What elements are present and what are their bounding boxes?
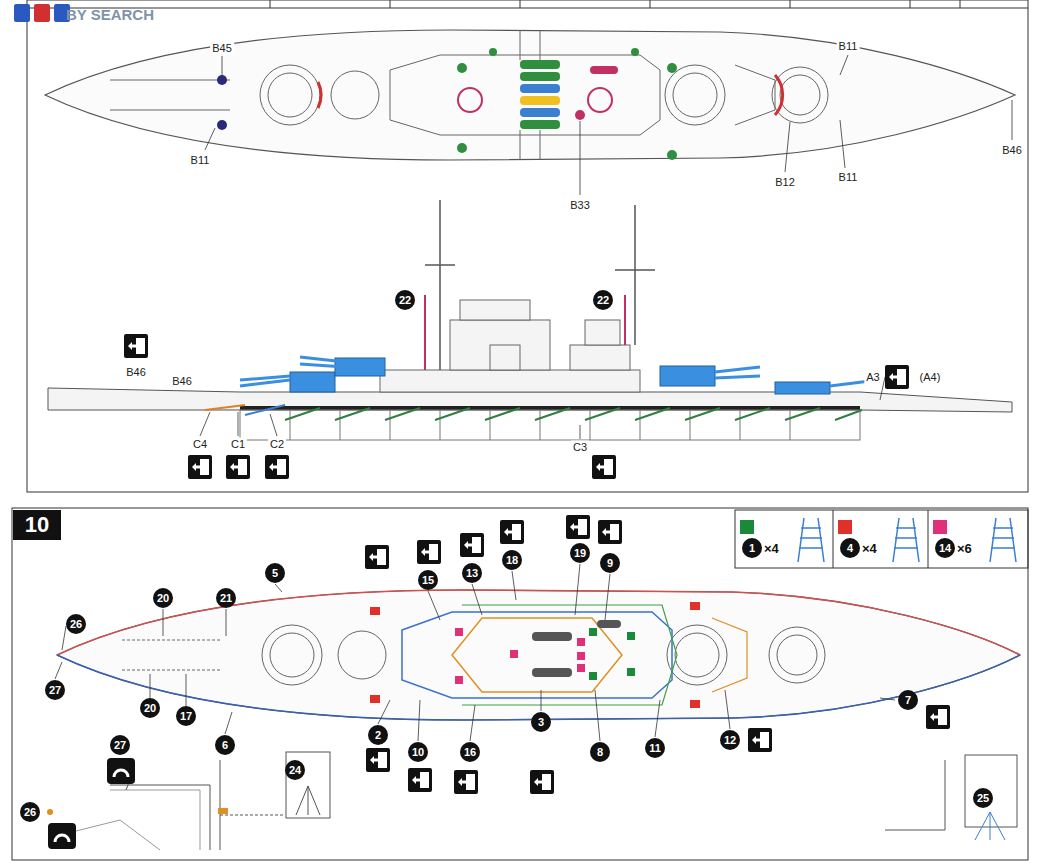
callout-number: 15 (418, 570, 438, 590)
callout-number: 3 (531, 712, 551, 732)
part-label: C1 (229, 438, 247, 451)
part-label: B11 (837, 40, 860, 53)
callout-number: 14 (935, 538, 955, 558)
callout-number: 8 (590, 742, 610, 762)
callout-number: 27 (110, 735, 130, 755)
callout-number: 20 (140, 698, 160, 718)
legend-text: ×6 (957, 541, 972, 556)
legend-swatch (933, 520, 947, 534)
callout-number: 25 (973, 788, 993, 808)
callout-number: 24 (285, 760, 305, 780)
legend-swatch (838, 520, 852, 534)
part-label: B46 (1000, 144, 1024, 157)
step-number: 10 (13, 510, 61, 540)
callout-number: 11 (645, 738, 665, 758)
callout-number: 20 (153, 588, 173, 608)
callout-number: 21 (216, 588, 236, 608)
part-label: C4 (191, 438, 209, 451)
part-label: C3 (571, 441, 589, 454)
part-label: (A4) (918, 371, 943, 384)
part-label: C2 (268, 438, 286, 451)
legend-swatch (740, 520, 754, 534)
callout-number: 9 (600, 553, 620, 573)
callout-number: 27 (45, 680, 65, 700)
callout-number: 22 (593, 290, 613, 310)
part-label: B12 (773, 176, 797, 189)
callout-number: 19 (570, 543, 590, 563)
callout-number: 16 (460, 742, 480, 762)
callout-number: 26 (20, 802, 40, 822)
callout-number: 5 (265, 563, 285, 583)
callout-number: 6 (215, 735, 235, 755)
callout-number: 4 (840, 538, 860, 558)
callout-number: 12 (720, 730, 740, 750)
callout-number: 7 (898, 690, 918, 710)
callout-number: 17 (176, 706, 196, 726)
part-label: A3 (864, 371, 881, 384)
watermark: BY SEARCH (66, 7, 154, 22)
part-label: B46 (170, 375, 194, 388)
part-label: B11 (837, 171, 860, 184)
legend-text: ×4 (862, 541, 877, 556)
callout-number: 13 (462, 563, 482, 583)
callout-number: 22 (395, 290, 415, 310)
callout-number: 26 (66, 614, 86, 634)
callout-number: 18 (502, 550, 522, 570)
part-label: B33 (568, 199, 592, 212)
callout-number: 1 (742, 538, 762, 558)
part-label: B46 (124, 366, 148, 379)
part-label: B45 (210, 42, 234, 55)
callout-number: 10 (408, 742, 428, 762)
legend-text: ×4 (764, 541, 779, 556)
part-label: B11 (189, 154, 212, 167)
callout-number: 2 (368, 725, 388, 745)
